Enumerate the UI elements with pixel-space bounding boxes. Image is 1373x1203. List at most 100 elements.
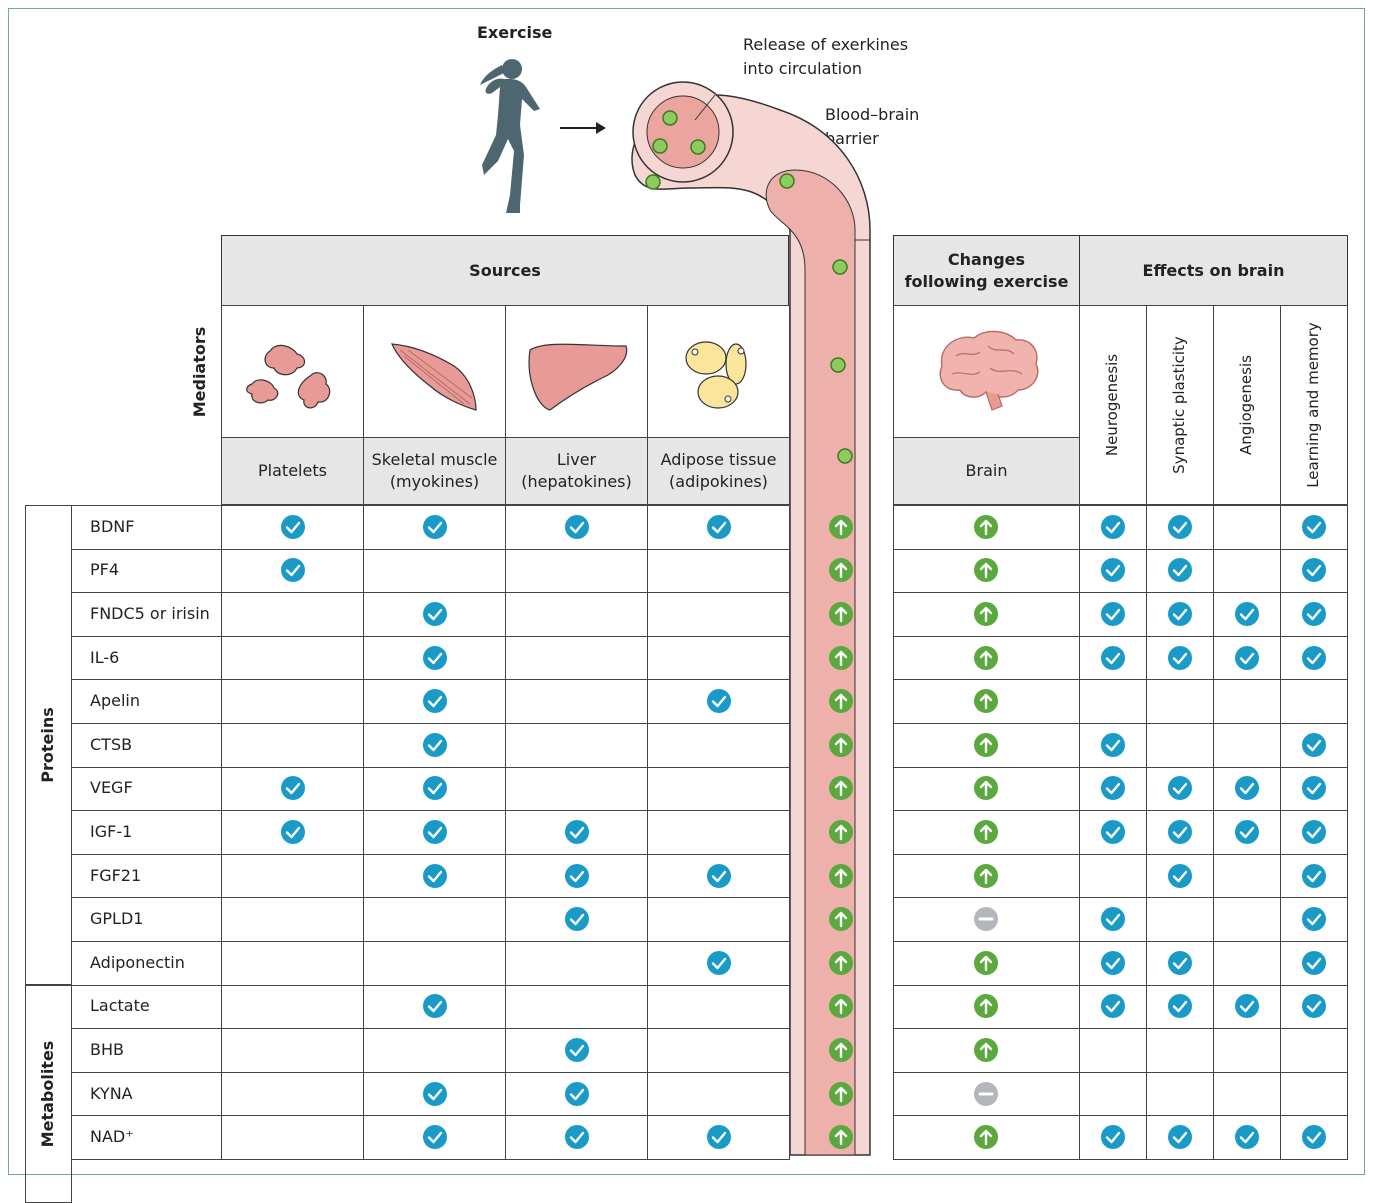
release-annotation: Release of exerkines into circulation <box>743 35 909 78</box>
effect-cell <box>1146 723 1214 768</box>
bbb-annotation: Blood–brain barrier <box>825 105 920 148</box>
check-circle-icon <box>422 645 447 670</box>
source-cell <box>221 897 364 942</box>
check-circle-icon <box>706 1125 731 1150</box>
effect-cell <box>1079 679 1147 724</box>
source-cell <box>221 984 364 1030</box>
source-cell <box>647 592 790 637</box>
source-cell <box>647 766 790 812</box>
source-cell <box>221 1115 364 1160</box>
check-circle-icon <box>1101 732 1125 757</box>
check-circle-icon <box>564 820 589 844</box>
source-cell <box>221 1028 364 1073</box>
source-cell <box>505 766 648 812</box>
effect-cell <box>1280 1115 1348 1160</box>
check-circle-icon <box>280 776 305 801</box>
up-arrow-circle-icon <box>829 820 853 844</box>
mediator-name: Apelin <box>90 691 140 711</box>
check-circle-icon <box>1168 820 1192 844</box>
up-arrow-circle-icon <box>974 776 998 801</box>
check-circle-icon <box>280 558 305 583</box>
effect-cell <box>1213 1028 1281 1073</box>
check-circle-icon <box>1302 994 1326 1019</box>
liver-icon <box>528 343 628 411</box>
check-circle-icon <box>1235 602 1259 626</box>
effect-cell <box>1213 548 1281 594</box>
check-circle-icon <box>1235 1125 1259 1150</box>
source-label-platelets: Platelets <box>221 437 364 505</box>
check-circle-icon <box>422 689 447 714</box>
up-arrow-circle-icon <box>974 1038 998 1062</box>
check-circle-icon <box>422 1081 447 1106</box>
check-circle-icon <box>1302 950 1326 975</box>
check-circle-icon <box>1101 602 1125 626</box>
mediator-name: IGF-1 <box>90 822 133 841</box>
check-circle-icon <box>422 820 447 844</box>
check-circle-icon <box>706 950 731 975</box>
effect-cell <box>1213 853 1281 899</box>
check-circle-icon <box>564 907 589 932</box>
source-cell <box>505 635 648 681</box>
check-circle-icon <box>1168 994 1192 1019</box>
up-arrow-circle-icon <box>974 689 998 714</box>
muscle-icon <box>391 343 477 411</box>
source-cell <box>221 723 364 768</box>
source-cell <box>647 1071 790 1117</box>
check-circle-icon <box>1101 558 1125 583</box>
up-arrow-circle-icon <box>829 732 853 757</box>
check-circle-icon <box>1101 514 1125 539</box>
mediator-name: NAD⁺ <box>90 1127 134 1147</box>
effect-cell <box>1280 1028 1348 1073</box>
source-cell <box>363 1028 506 1073</box>
mediator-name: PF4 <box>90 560 120 580</box>
up-arrow-circle-icon <box>829 1125 853 1150</box>
source-cell <box>363 897 506 942</box>
check-circle-icon <box>1302 558 1326 583</box>
up-arrow-circle-icon <box>829 558 853 583</box>
check-circle-icon <box>1235 776 1259 801</box>
check-circle-icon <box>422 732 447 757</box>
up-arrow-circle-icon <box>974 994 998 1019</box>
effect-cell <box>1146 679 1214 724</box>
up-arrow-circle-icon <box>974 558 998 583</box>
check-circle-icon <box>1168 1125 1192 1150</box>
source-cell <box>647 1115 790 1160</box>
effect-cell <box>1079 853 1147 899</box>
source-cell <box>221 853 364 899</box>
source-cell <box>221 941 364 986</box>
group-label: Metabolites <box>38 1040 57 1147</box>
check-circle-icon <box>1101 645 1125 670</box>
effect-cell <box>1079 1071 1147 1117</box>
arrow-right-icon <box>560 122 606 134</box>
mediator-name: Adiponectin <box>90 952 185 972</box>
check-circle-icon <box>1168 776 1192 801</box>
check-circle-icon <box>1302 820 1326 844</box>
up-arrow-circle-icon <box>829 514 853 539</box>
mediator-name: IL-6 <box>90 647 120 667</box>
brain-icon-cell <box>893 305 1080 438</box>
effect-header-label: Neurogenesis <box>1103 353 1121 457</box>
effect-header-cell <box>1280 305 1348 505</box>
effect-cell <box>1213 679 1281 724</box>
mediator-name: FNDC5 or irisin <box>90 604 210 623</box>
source-label-adipose: Adipose tissue(adipokines) <box>647 437 790 505</box>
source-cell <box>647 635 790 681</box>
check-circle-icon <box>422 602 447 626</box>
up-arrow-circle-icon <box>974 820 998 844</box>
up-arrow-circle-icon <box>829 950 853 975</box>
up-arrow-circle-icon <box>829 863 853 888</box>
check-circle-icon <box>422 776 447 801</box>
up-arrow-circle-icon <box>974 645 998 670</box>
mediator-name: BHB <box>90 1040 124 1059</box>
exerkine-particles <box>645 110 853 464</box>
mediator-name: CTSB <box>90 734 133 754</box>
check-circle-icon <box>422 514 447 539</box>
effect-cell <box>1079 1028 1147 1073</box>
up-arrow-circle-icon <box>829 1038 853 1062</box>
source-cell <box>647 897 790 942</box>
effects-header: Effects on brain <box>1079 235 1348 306</box>
check-circle-icon <box>1302 514 1326 539</box>
effect-cell <box>1213 941 1281 986</box>
effect-cell <box>1280 679 1348 724</box>
source-label-muscle: Skeletal muscle(myokines) <box>363 437 506 505</box>
